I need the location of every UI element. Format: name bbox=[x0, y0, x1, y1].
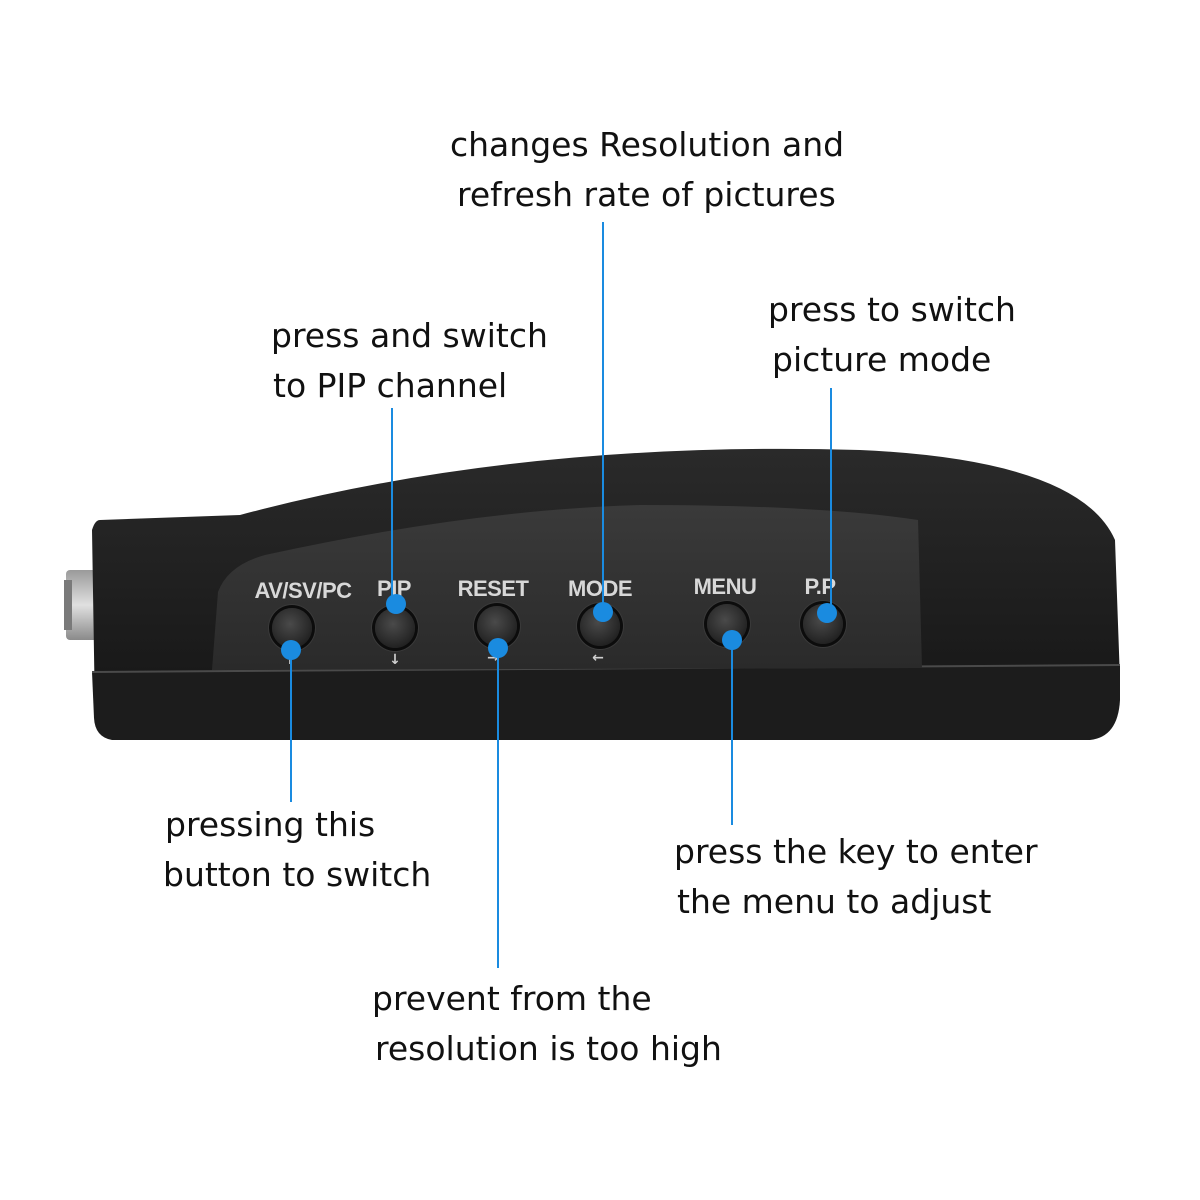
source-callout: pressing this button to switch bbox=[163, 800, 431, 900]
down-arrow-icon: ↓ bbox=[389, 652, 401, 668]
mode-marker bbox=[593, 602, 613, 622]
mode-label: MODE bbox=[568, 576, 633, 601]
reset-callout: prevent from the resolution is too high bbox=[372, 974, 722, 1074]
callout-line: press the key to enter bbox=[674, 832, 1038, 871]
callout-line: to PIP channel bbox=[273, 366, 508, 405]
reset-leader-line bbox=[497, 648, 499, 968]
menu-callout: press the key to enter the menu to adjus… bbox=[674, 827, 1038, 927]
pip-callout: press and switch to PIP channel bbox=[271, 311, 548, 411]
pip-leader-line bbox=[391, 408, 393, 603]
pp-marker bbox=[817, 603, 837, 623]
callout-line: the menu to adjust bbox=[677, 882, 992, 921]
reset-label: RESET bbox=[457, 576, 529, 601]
left-arrow-icon: ← bbox=[592, 650, 604, 666]
callout-line: refresh rate of pictures bbox=[457, 175, 836, 214]
menu-leader-line bbox=[731, 640, 733, 825]
callout-line: press and switch bbox=[271, 316, 548, 355]
callout-line: button to switch bbox=[163, 855, 432, 894]
callout-line: resolution is too high bbox=[375, 1029, 722, 1068]
pp-callout: press to switch picture mode bbox=[768, 285, 1016, 385]
callout-line: picture mode bbox=[772, 340, 992, 379]
pp-leader-line bbox=[830, 388, 832, 613]
source-marker bbox=[281, 640, 301, 660]
right-arrow-icon: → bbox=[487, 650, 499, 666]
menu-marker bbox=[722, 630, 742, 650]
mode-callout: changes Resolution and refresh rate of p… bbox=[450, 120, 844, 220]
callout-line: press to switch bbox=[768, 290, 1016, 329]
callout-line: prevent from the bbox=[372, 979, 652, 1018]
mode-leader-line bbox=[602, 222, 604, 612]
callout-line: changes Resolution and bbox=[450, 125, 845, 164]
pip-button[interactable] bbox=[375, 608, 415, 648]
pip-marker bbox=[386, 594, 406, 614]
source-leader-line bbox=[290, 650, 292, 802]
menu-label: MENU bbox=[693, 574, 757, 599]
reset-marker bbox=[488, 638, 508, 658]
device-base bbox=[92, 665, 1120, 740]
av-sv-pc-label: AV/SV/PC bbox=[254, 578, 352, 603]
callout-line: pressing this bbox=[165, 805, 376, 844]
